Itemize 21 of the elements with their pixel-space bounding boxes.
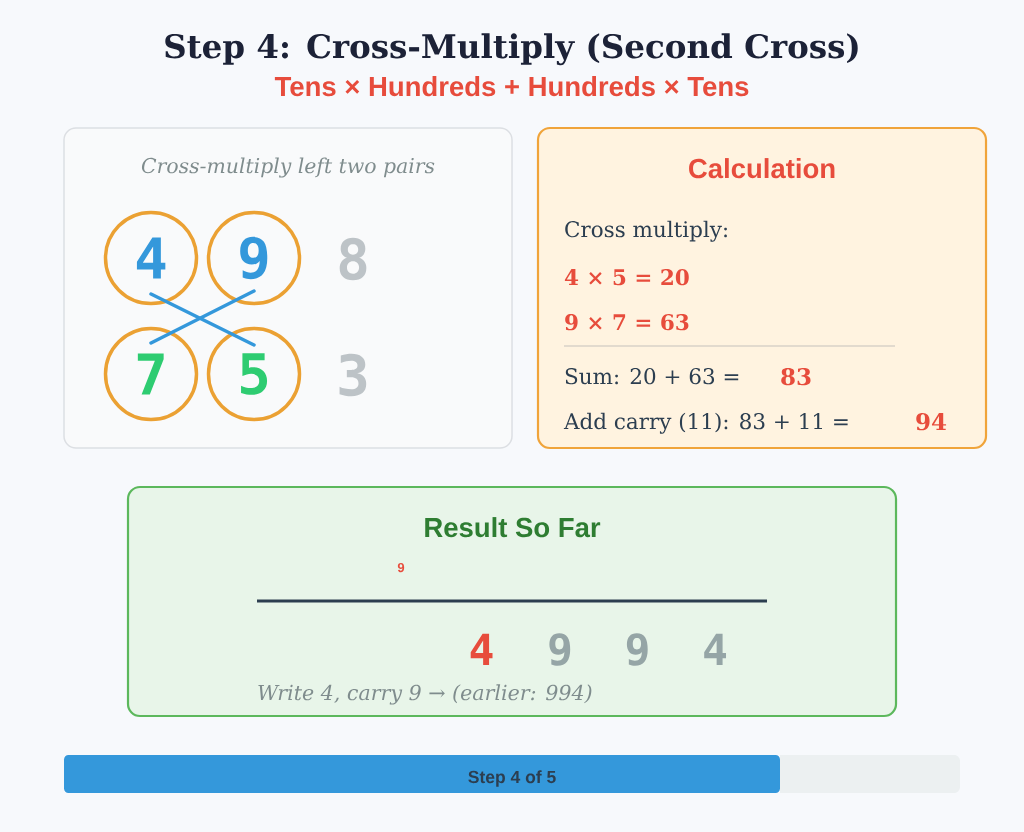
- equation: 4 × 5 = 20: [564, 269, 689, 286]
- digit: 4: [704, 633, 726, 665]
- digit: 8: [339, 237, 367, 281]
- result-number: 83: [781, 367, 811, 386]
- panel-heading: Cross-multiply left two pairs: [141, 157, 435, 178]
- subtitle: Tens × Hundreds + Hundreds × Tens: [274, 76, 749, 97]
- text-line: Sum: 20 + 63 =: [565, 368, 739, 385]
- heading: Result So Far: [425, 517, 601, 538]
- text-line: Add carry (11): 83 + 11 =: [563, 412, 848, 434]
- title: Step 4: Cross-Multiply (Second Cross): [165, 33, 858, 66]
- digit: 3: [339, 353, 367, 397]
- equation: 9 × 7 = 63: [565, 314, 689, 331]
- digit: 4: [470, 633, 493, 665]
- note-text: Write 4, carry 9 → (earlier: 994): [258, 684, 592, 705]
- digit: 9: [549, 633, 571, 666]
- text-line: Cross multiply:: [565, 220, 727, 242]
- digit: 9: [626, 633, 648, 666]
- result-number: 94: [916, 412, 947, 431]
- carry-digit: 9: [397, 562, 405, 573]
- progress-label: Step 4 of 5: [468, 770, 556, 787]
- heading: Calculation: [689, 158, 835, 179]
